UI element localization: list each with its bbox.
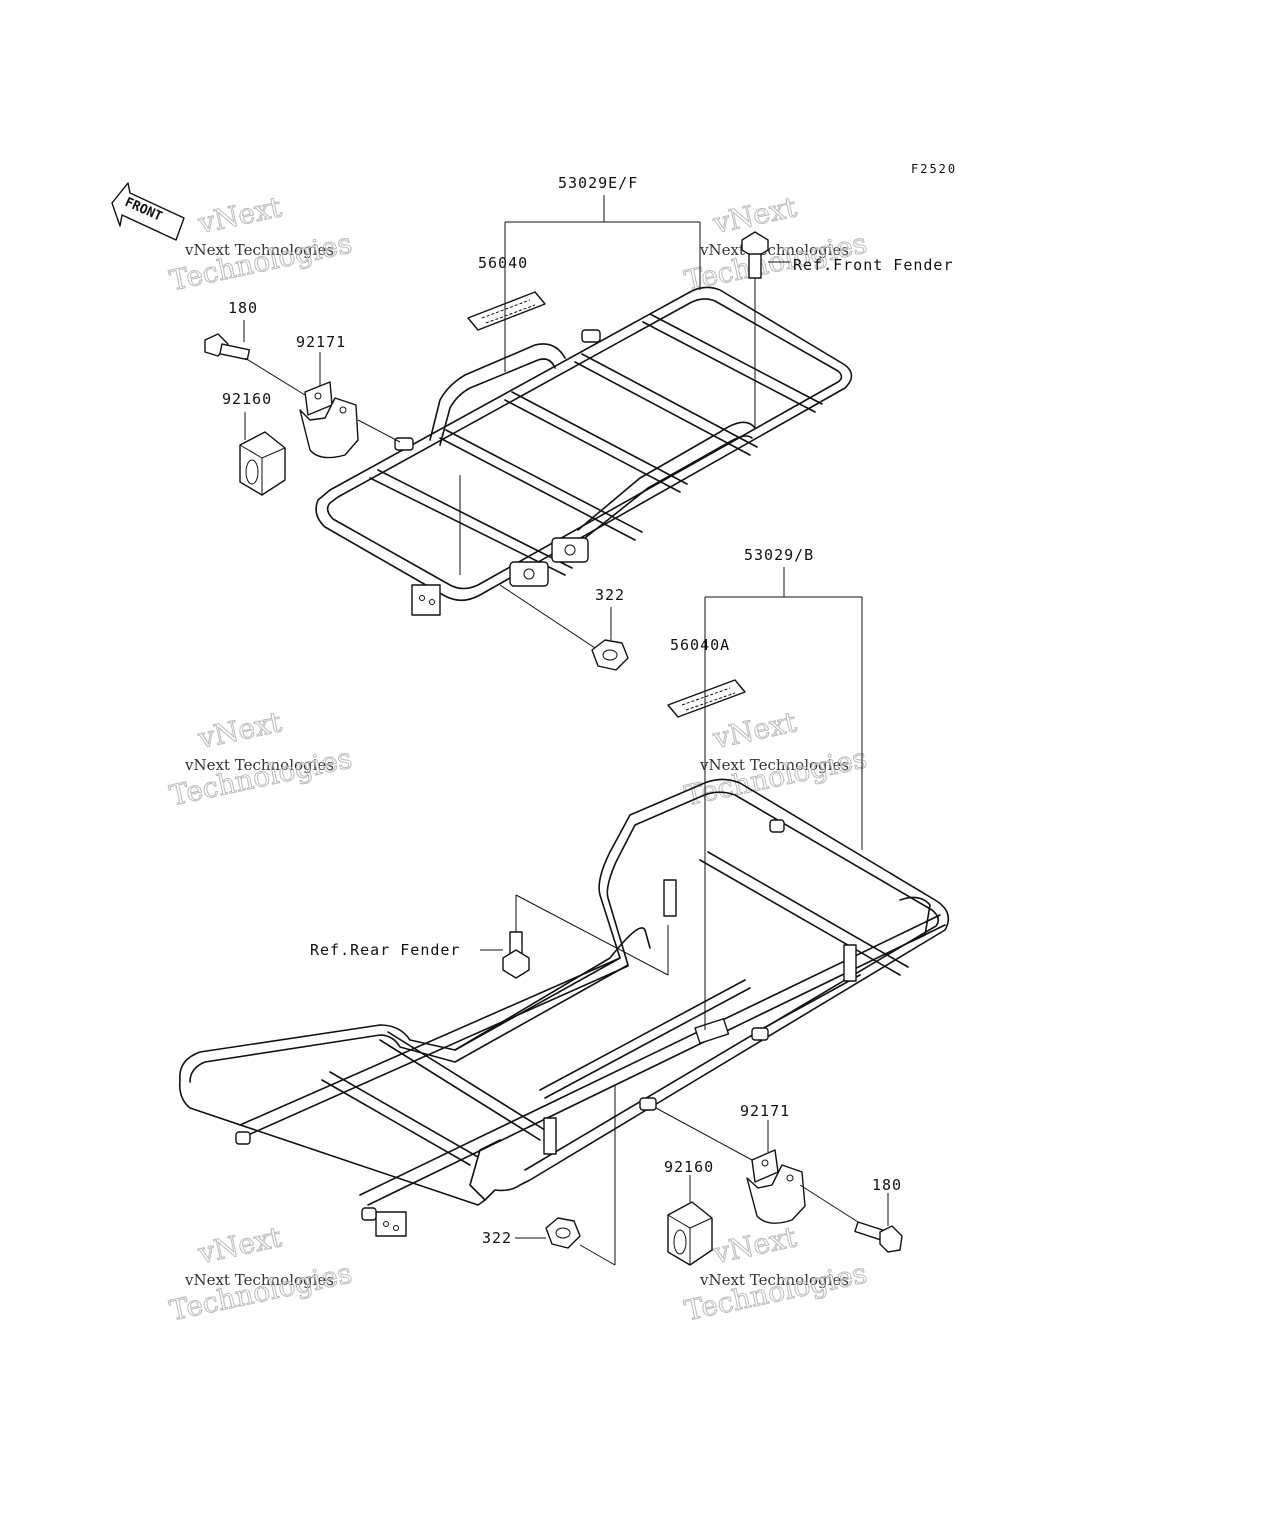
rear-fender-bolt — [502, 931, 530, 979]
label-rear-damper: 92160 — [664, 1158, 714, 1176]
label-rear-bolt: 180 — [872, 1176, 902, 1194]
label-front-ref: Ref.Front Fender — [793, 256, 954, 274]
front-leader-lines — [243, 195, 790, 649]
label-front-damper: 92160 — [222, 390, 272, 408]
label-front-carrier-assy: 53029E/F — [558, 174, 638, 192]
watermark-text: vNext — [194, 1220, 285, 1270]
front-arrow-icon: FRONT — [111, 182, 185, 241]
watermark-text: Technologies — [167, 226, 355, 297]
watermark-text: vNext — [194, 190, 285, 240]
front-decal — [467, 291, 546, 331]
rear-nut — [545, 1217, 581, 1249]
front-nut — [591, 639, 629, 671]
watermark-top-left: vNext vNext Technologies Technologies — [166, 190, 355, 298]
rear-bracket — [746, 1149, 806, 1224]
front-damper — [239, 431, 286, 496]
watermark-text: vNext — [709, 705, 800, 755]
rear-decal — [667, 679, 746, 718]
watermark-text: Technologies — [167, 1256, 355, 1327]
label-front-bolt: 180 — [228, 299, 258, 317]
watermark-text: vNext Technologies — [699, 756, 849, 774]
watermark-text: Technologies — [682, 741, 870, 812]
label-front-decal: 56040 — [478, 254, 528, 272]
watermark-text: Technologies — [167, 741, 355, 812]
watermark-text: vNext — [194, 705, 285, 755]
label-front-bracket: 92171 — [296, 333, 346, 351]
watermark-mid-left: vNext vNext Technologies Technologies — [166, 705, 355, 813]
watermark-text: vNext Technologies — [184, 241, 334, 259]
watermark-text: Technologies — [682, 1256, 870, 1327]
front-carrier-frame — [315, 286, 853, 616]
front-bracket — [299, 381, 359, 459]
watermark-top-right: vNext vNext Technologies Technologies — [681, 190, 870, 298]
front-bolt — [204, 333, 251, 361]
watermark-text: vNext Technologies — [184, 1271, 334, 1289]
label-rear-bracket: 92171 — [740, 1102, 790, 1120]
rear-carrier-frame — [178, 778, 950, 1237]
label-rear-ref: Ref.Rear Fender — [310, 941, 460, 959]
watermark-bottom-left: vNext vNext Technologies Technologies — [166, 1220, 355, 1328]
rear-leader-lines — [480, 567, 889, 1266]
watermark-text: vNext Technologies — [699, 1271, 849, 1289]
label-rear-carrier-assy: 53029/B — [744, 546, 814, 564]
label-rear-decal: 56040A — [670, 636, 730, 654]
rear-bolt — [854, 1221, 903, 1253]
label-front-nut: 322 — [595, 586, 625, 604]
watermark-text: vNext — [709, 1220, 800, 1270]
watermark-text: vNext Technologies — [699, 241, 849, 259]
watermark-mid-right: vNext vNext Technologies Technologies — [681, 705, 870, 813]
rear-damper — [667, 1201, 713, 1266]
figure-code: F2520 — [911, 162, 957, 176]
watermark-text: vNext Technologies — [184, 756, 334, 774]
label-rear-nut: 322 — [482, 1229, 512, 1247]
